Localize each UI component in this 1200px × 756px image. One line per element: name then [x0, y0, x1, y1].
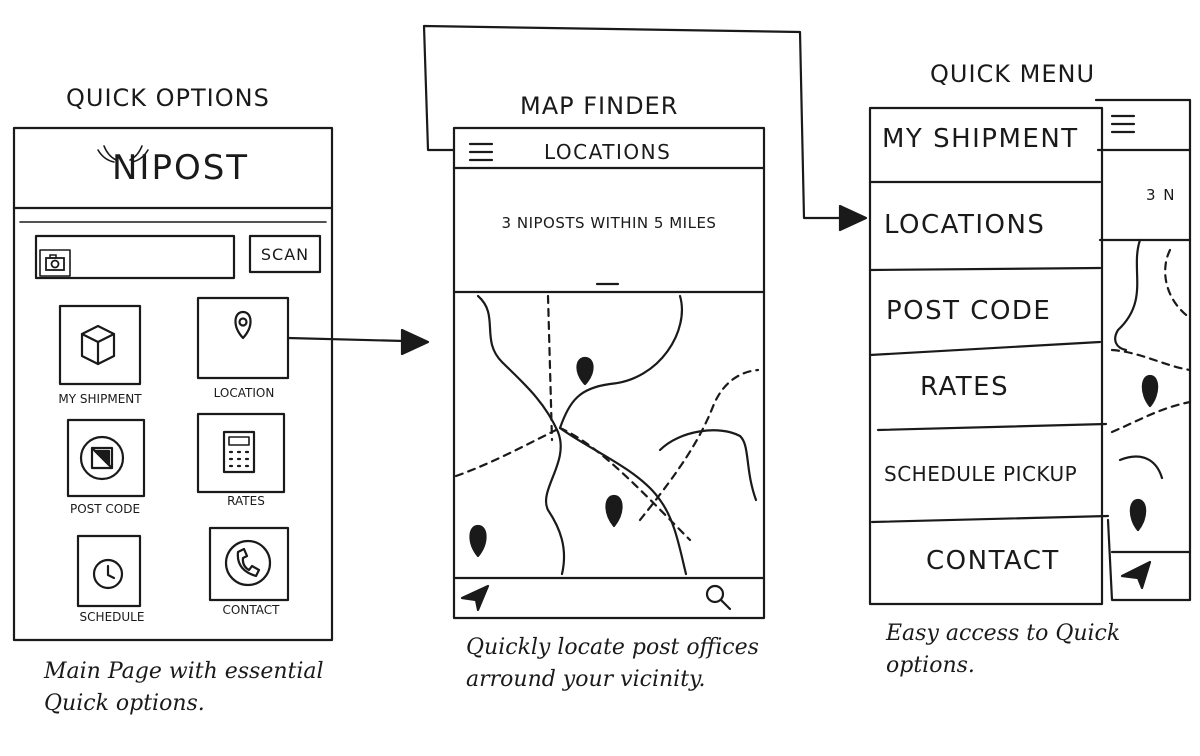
map-pin-icon: [576, 356, 594, 386]
navigate-icon: [460, 584, 490, 612]
map-finder-title: Map Finder: [520, 92, 679, 120]
menu-item-locations[interactable]: LOCATIONS: [884, 210, 1046, 240]
tile-location[interactable]: [198, 298, 288, 378]
camera-icon[interactable]: [40, 250, 70, 276]
map-area: [454, 294, 760, 576]
navigate-button[interactable]: [458, 582, 494, 614]
tile-label: LOCATION: [213, 386, 275, 400]
tile-label: POST CODE: [69, 502, 141, 516]
flow-arrow-2: [422, 24, 868, 232]
quick-options-title: Quick Options: [66, 84, 270, 112]
map-finder-caption: Quickly locate post offices arround your…: [466, 635, 759, 692]
tile-label: SCHEDULE: [79, 610, 145, 624]
phone-icon: [224, 539, 272, 587]
menu-item-rates[interactable]: RATES: [920, 372, 1010, 402]
tile-schedule[interactable]: [78, 536, 140, 606]
map-finder-phone: [452, 126, 766, 620]
menu-icon: [1110, 114, 1136, 134]
map-pin-icon: [605, 494, 623, 528]
menu-button[interactable]: [466, 136, 496, 164]
calculator-icon: [222, 430, 256, 474]
tile-my-shipment[interactable]: [60, 306, 140, 384]
clock-icon: [92, 558, 124, 590]
quick-options-caption: Main Page with essential Quick options.: [44, 659, 324, 716]
menu-icon: [468, 142, 494, 162]
scan-button[interactable]: SCAN: [250, 236, 320, 272]
quick-options-phone: [12, 126, 334, 642]
tile-contact[interactable]: [210, 528, 288, 600]
map-pin-icon: [469, 524, 487, 558]
map-pin-icon: [1141, 374, 1159, 408]
menu-item-contact[interactable]: CONTACT: [926, 546, 1060, 576]
menu-item-my-shipment[interactable]: MY SHIPMENT: [882, 124, 1079, 154]
results-summary: 3 NIPOSTS WITHIN 5 MILES: [501, 214, 717, 232]
tile-post-code[interactable]: [68, 420, 144, 496]
tile-rates[interactable]: [198, 414, 284, 492]
navigate-icon: [1120, 560, 1152, 590]
map-view[interactable]: [456, 294, 762, 576]
brand-logo-text: NIPOST: [112, 148, 250, 188]
tile-label: RATES: [227, 494, 265, 508]
scan-box: [248, 234, 322, 274]
tracking-search-input[interactable]: [74, 238, 232, 276]
postcode-icon: [79, 435, 125, 481]
locations-header-title: LOCATIONS: [544, 140, 672, 164]
phone-frame-2: [452, 126, 766, 620]
quick-menu-caption: Easy access to Quick options.: [886, 621, 1121, 678]
map-pin-icon: [1129, 498, 1147, 532]
search-icon: [705, 584, 732, 611]
nipost-logo-icon: [97, 145, 149, 163]
menu-item-post-code[interactable]: POST CODE: [886, 296, 1052, 326]
menu-item-schedule-pickup[interactable]: SCHEDULE PICKUP: [884, 462, 1078, 486]
peek-summary-text: 3 N: [1146, 186, 1177, 204]
phone-frame-1: [12, 126, 334, 642]
map-pin-icon: [234, 310, 252, 340]
quick-menu-title: Quick Menu: [930, 60, 1096, 88]
search-box: [34, 234, 236, 280]
quick-menu-phone: [868, 98, 1192, 606]
tile-label: CONTACT: [222, 603, 280, 617]
flow-arrow-1: [286, 328, 430, 356]
package-icon: [80, 324, 116, 366]
search-button[interactable]: [702, 582, 738, 614]
tile-label: MY SHIPMENT: [58, 392, 142, 406]
